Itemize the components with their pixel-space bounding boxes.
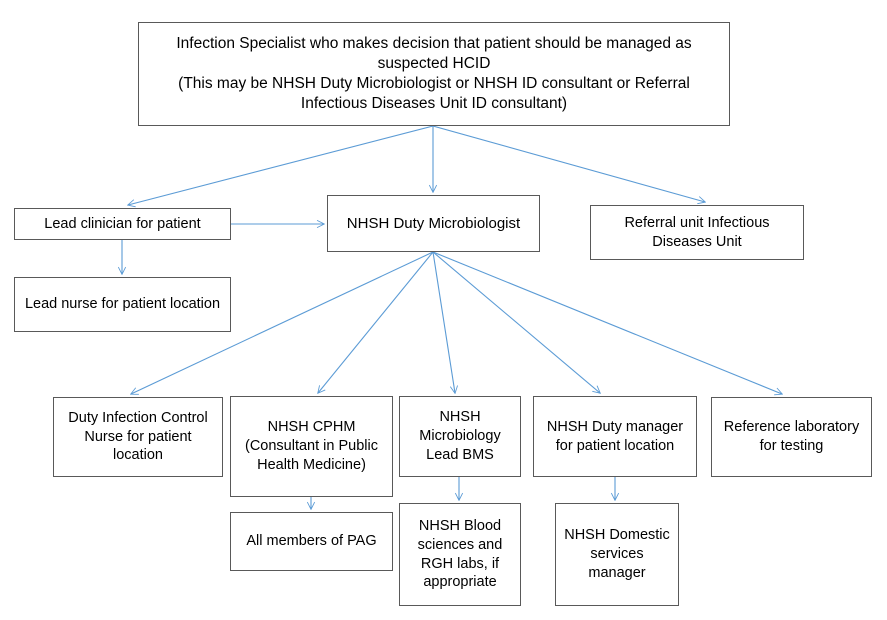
node-referral-unit[interactable]: Referral unit Infectious Diseases Unit [590, 205, 804, 260]
node-nhsh-duty-microbiologist[interactable]: NHSH Duty Microbiologist [327, 195, 540, 252]
node-nhsh-blood-sciences-label: NHSH Blood sciences and RGH labs, if app… [417, 517, 503, 591]
edge-specialist-to-lead-clinician [128, 125, 434, 205]
node-nhsh-duty-manager-label: NHSH Duty manager for patient location [546, 418, 684, 454]
node-lead-nurse-label: Lead nurse for patient location [24, 296, 221, 313]
node-lead-nurse[interactable]: Lead nurse for patient location [14, 277, 231, 332]
node-all-members-pag-label: All members of PAG [246, 533, 377, 550]
node-nhsh-blood-sciences[interactable]: NHSH Blood sciences and RGH labs, if app… [399, 503, 521, 606]
edge-duty-microbiologist-to-reference-laboratory [432, 251, 782, 394]
node-duty-infection-control-nurse-label: Duty Infection Control Nurse for patient… [68, 409, 208, 464]
node-referral-unit-label: Referral unit Infectious Diseases Unit [624, 214, 770, 250]
node-reference-laboratory[interactable]: Reference laboratory for testing [711, 397, 872, 477]
node-infection-specialist[interactable]: Infection Specialist who makes decision … [138, 22, 730, 126]
node-duty-infection-control-nurse[interactable]: Duty Infection Control Nurse for patient… [53, 397, 223, 477]
node-nhsh-cphm-label: NHSH CPHM (Consultant in Public Health M… [245, 419, 378, 473]
edge-duty-microbiologist-to-infection-control-nurse [131, 251, 434, 394]
node-nhsh-duty-manager[interactable]: NHSH Duty manager for patient location [533, 396, 697, 477]
node-nhsh-domestic-services[interactable]: NHSH Domestic services manager [555, 503, 679, 606]
node-lead-clinician[interactable]: Lead clinician for patient [14, 208, 231, 240]
edge-specialist-to-referral-unit [432, 125, 705, 202]
node-infection-specialist-label: Infection Specialist who makes decision … [176, 34, 692, 113]
node-all-members-pag[interactable]: All members of PAG [230, 512, 393, 571]
edge-duty-microbiologist-to-duty-manager [432, 251, 600, 393]
node-nhsh-microbiology-lead-bms-label: NHSH Microbiology Lead BMS [419, 409, 501, 463]
edge-duty-microbiologist-to-cphm [318, 251, 434, 393]
edge-duty-microbiologist-to-lead-bms [432, 251, 455, 393]
node-reference-laboratory-label: Reference laboratory for testing [723, 419, 860, 454]
node-lead-clinician-label: Lead clinician for patient [44, 215, 201, 232]
node-nhsh-cphm[interactable]: NHSH CPHM (Consultant in Public Health M… [230, 396, 393, 497]
node-nhsh-microbiology-lead-bms[interactable]: NHSH Microbiology Lead BMS [399, 396, 521, 477]
node-nhsh-domestic-services-label: NHSH Domestic services manager [564, 527, 670, 581]
node-nhsh-duty-microbiologist-label: NHSH Duty Microbiologist [346, 214, 521, 232]
